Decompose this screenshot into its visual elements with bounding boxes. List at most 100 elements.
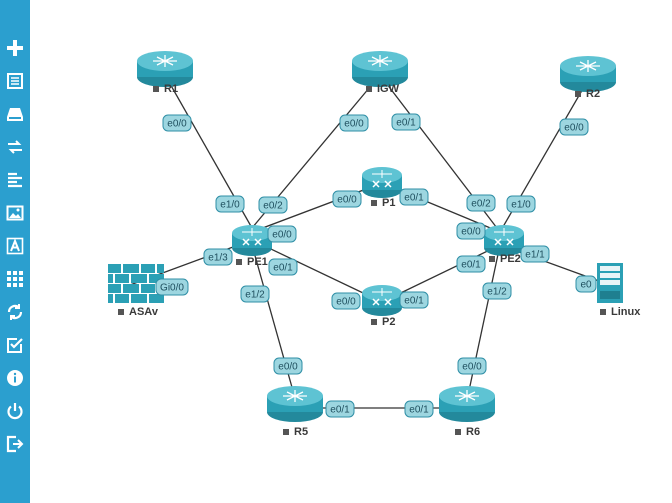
iface-pe1-e01[interactable]: e0/1: [268, 258, 298, 276]
svg-text:e0: e0: [580, 280, 592, 291]
label-pe1: PE1: [236, 256, 268, 268]
iface-asav-gi00[interactable]: Gi0/0: [155, 278, 189, 296]
info-icon[interactable]: [4, 367, 26, 389]
svg-text:R2: R2: [586, 88, 600, 100]
node-r6[interactable]: [438, 385, 496, 423]
iface-pe2-e11[interactable]: e1/1: [520, 245, 550, 263]
node-linux[interactable]: [597, 263, 623, 303]
iface-p1-e00[interactable]: e0/0: [332, 190, 362, 208]
topology-canvas[interactable]: R1 IGW R2 P1 PE1 PE2 P2 ASAv Linux R5 R6…: [30, 0, 672, 503]
links: [129, 74, 611, 409]
svg-text:IGW: IGW: [377, 83, 400, 95]
svg-text:e0/0: e0/0: [336, 297, 356, 308]
iface-pe1-e10[interactable]: e1/0: [215, 195, 245, 213]
svg-text:P2: P2: [382, 316, 395, 328]
refresh-icon[interactable]: [4, 301, 26, 323]
node-pe1[interactable]: [231, 224, 273, 257]
svg-text:R1: R1: [164, 83, 178, 95]
node-p1[interactable]: [361, 166, 403, 199]
iface-pe2-e02[interactable]: e0/2: [466, 194, 496, 212]
svg-text:e0/0: e0/0: [272, 230, 292, 241]
label-r6: R6: [455, 426, 480, 438]
svg-text:e0/0: e0/0: [462, 362, 482, 373]
svg-text:e0/1: e0/1: [409, 405, 429, 416]
svg-text:e0/0: e0/0: [337, 195, 357, 206]
svg-text:e0/0: e0/0: [344, 119, 364, 130]
label-asav: ASAv: [118, 306, 159, 318]
node-igw[interactable]: [351, 50, 409, 88]
node-pe2[interactable]: [483, 224, 525, 257]
svg-text:e0/0: e0/0: [167, 119, 187, 130]
iface-pe1-e00[interactable]: e0/0: [267, 225, 297, 243]
link-pe1-p2[interactable]: [251, 239, 383, 303]
svg-text:e0/2: e0/2: [263, 201, 283, 212]
svg-text:Linux: Linux: [611, 306, 641, 318]
transfer-icon[interactable]: [4, 136, 26, 158]
iface-pe1-e12[interactable]: e1/2: [240, 285, 270, 303]
iface-pe2-e12[interactable]: e1/2: [482, 282, 512, 300]
logout-icon[interactable]: [4, 433, 26, 455]
svg-text:e0/2: e0/2: [471, 199, 491, 210]
svg-text:PE1: PE1: [247, 256, 268, 268]
iface-linux-e0[interactable]: e0: [575, 275, 597, 293]
svg-text:e1/2: e1/2: [487, 287, 507, 298]
svg-text:ASAv: ASAv: [129, 306, 159, 318]
label-r5: R5: [283, 426, 308, 438]
svg-text:R5: R5: [294, 426, 308, 438]
label-pe2: PE2: [489, 253, 521, 265]
iface-p2-e01[interactable]: e0/1: [399, 291, 429, 309]
label-r1: R1: [153, 83, 178, 95]
image-icon[interactable]: [4, 202, 26, 224]
svg-text:e0/1: e0/1: [404, 296, 424, 307]
svg-text:e0/1: e0/1: [330, 405, 350, 416]
svg-text:e0/1: e0/1: [396, 118, 416, 129]
check-icon[interactable]: [4, 334, 26, 356]
iface-igw-e00[interactable]: e0/0: [339, 114, 369, 132]
link-pe1-p1[interactable]: [251, 182, 383, 233]
iface-r6-e00[interactable]: e0/0: [457, 357, 487, 375]
sidebar: [0, 0, 30, 503]
label-igw: IGW: [366, 83, 400, 95]
iface-r1-e00[interactable]: e0/0: [162, 114, 192, 132]
svg-text:e1/0: e1/0: [220, 200, 240, 211]
text-icon[interactable]: [4, 235, 26, 257]
list-icon[interactable]: [4, 70, 26, 92]
svg-text:e0/0: e0/0: [278, 362, 298, 373]
iface-pe2-e00[interactable]: e0/0: [456, 222, 486, 240]
node-asav[interactable]: [108, 264, 164, 303]
svg-text:e0/1: e0/1: [404, 193, 424, 204]
node-p2[interactable]: [361, 284, 403, 317]
add-icon[interactable]: [4, 37, 26, 59]
align-left-icon[interactable]: [4, 169, 26, 191]
iface-r5-e01[interactable]: e0/1: [325, 400, 355, 418]
svg-text:e0/0: e0/0: [564, 123, 584, 134]
grid-icon[interactable]: [4, 268, 26, 290]
iface-pe1-e13[interactable]: e1/3: [203, 248, 233, 266]
svg-text:e0/1: e0/1: [273, 263, 293, 274]
svg-text:e0/1: e0/1: [461, 260, 481, 271]
drive-icon[interactable]: [4, 103, 26, 125]
svg-text:e1/0: e1/0: [511, 200, 531, 211]
label-r2: R2: [575, 88, 600, 100]
iface-igw-e01[interactable]: e0/1: [391, 113, 421, 131]
node-r2[interactable]: [559, 55, 617, 93]
svg-text:P1: P1: [382, 197, 395, 209]
power-icon[interactable]: [4, 400, 26, 422]
iface-r5-e00[interactable]: e0/0: [273, 357, 303, 375]
svg-text:e1/1: e1/1: [525, 250, 545, 261]
svg-text:e1/2: e1/2: [245, 290, 265, 301]
svg-text:Gi0/0: Gi0/0: [160, 283, 184, 294]
label-linux: Linux: [600, 306, 641, 318]
svg-text:PE2: PE2: [500, 253, 521, 265]
iface-pe2-e10[interactable]: e1/0: [506, 195, 536, 213]
node-r5[interactable]: [266, 385, 324, 423]
iface-pe1-e02[interactable]: e0/2: [258, 196, 288, 214]
iface-pe2-e01[interactable]: e0/1: [456, 255, 486, 273]
iface-r2-e00[interactable]: e0/0: [559, 118, 589, 136]
iface-p2-e00[interactable]: e0/0: [331, 292, 361, 310]
iface-r6-e01[interactable]: e0/1: [404, 400, 434, 418]
node-r1[interactable]: [136, 50, 194, 88]
iface-p1-e01[interactable]: e0/1: [399, 188, 429, 206]
label-p1: P1: [371, 197, 395, 209]
label-p2: P2: [371, 316, 395, 328]
